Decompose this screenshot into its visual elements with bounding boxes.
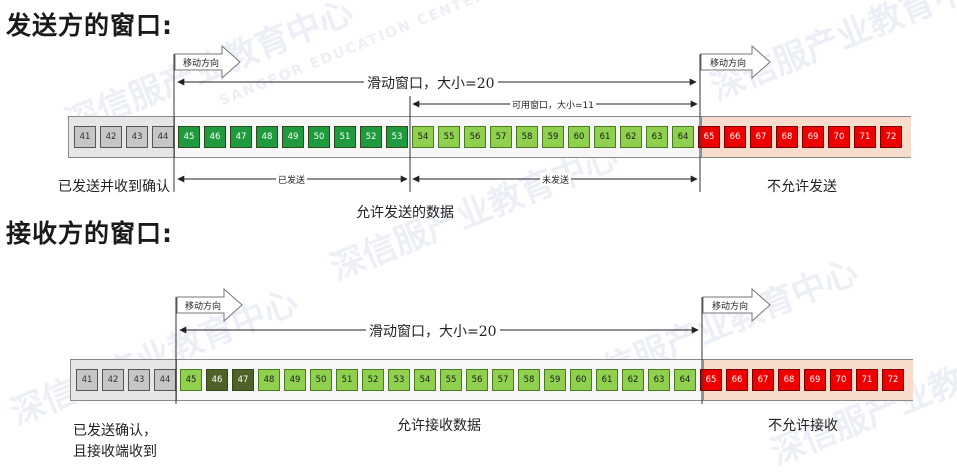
seq-cell-57: 57 (492, 369, 514, 391)
seq-cell-58: 58 (518, 369, 540, 391)
seq-cell-59: 59 (544, 369, 566, 391)
sender-acked-label: 已发送并收到确认 (58, 179, 170, 195)
seq-cell-44: 44 (154, 369, 176, 391)
seq-cell-58: 58 (516, 126, 538, 148)
seq-cell-57: 57 (490, 126, 512, 148)
seq-cell-60: 60 (570, 369, 592, 391)
seq-cell-64: 64 (674, 369, 696, 391)
receiver-heading: 接收方的窗口: (6, 219, 173, 248)
seq-cell-67: 67 (750, 126, 772, 148)
sender-disallowed-label: 不允许发送 (767, 179, 837, 195)
seq-cell-55: 55 (438, 126, 460, 148)
seq-cell-67: 67 (752, 369, 774, 391)
seq-cell-41: 41 (74, 126, 96, 148)
seq-cell-42: 42 (102, 369, 124, 391)
seq-cell-47: 47 (230, 126, 252, 148)
seq-cell-43: 43 (128, 369, 150, 391)
seq-cell-48: 48 (256, 126, 278, 148)
seq-cell-62: 62 (622, 369, 644, 391)
seq-cell-54: 54 (412, 126, 434, 148)
seq-cell-71: 71 (854, 126, 876, 148)
seq-cell-59: 59 (542, 126, 564, 148)
seq-cell-43: 43 (126, 126, 148, 148)
seq-cell-50: 50 (308, 126, 330, 148)
sender-allowed-label: 允许发送的数据 (356, 205, 454, 221)
seq-cell-53: 53 (386, 126, 408, 148)
seq-cell-55: 55 (440, 369, 462, 391)
seq-cell-52: 52 (362, 369, 384, 391)
seq-cell-45: 45 (178, 126, 200, 148)
receiver-acked-label-2: 且接收端收到 (73, 444, 157, 460)
seq-cell-56: 56 (466, 369, 488, 391)
sender-move-arrow-right (700, 44, 771, 80)
seq-cell-66: 66 (726, 369, 748, 391)
seq-cell-53: 53 (388, 369, 410, 391)
seq-cell-68: 68 (776, 126, 798, 148)
seq-cell-64: 64 (672, 126, 694, 148)
receiver-disallowed-label: 不允许接收 (768, 418, 838, 434)
seq-cell-47: 47 (232, 369, 254, 391)
sender-heading: 发送方的窗口: (6, 11, 173, 40)
seq-cell-41: 41 (76, 369, 98, 391)
receiver-move-arrow-right (702, 287, 771, 323)
receiver-move-label-right: 移动方向 (712, 302, 749, 312)
seq-cell-42: 42 (100, 126, 122, 148)
receiver-move-arrow-left (176, 287, 243, 323)
seq-cell-45: 45 (180, 369, 202, 391)
seq-cell-54: 54 (414, 369, 436, 391)
seq-cell-61: 61 (596, 369, 618, 391)
seq-cell-71: 71 (856, 369, 878, 391)
seq-cell-52: 52 (360, 126, 382, 148)
seq-cell-70: 70 (828, 126, 850, 148)
sender-window-label: 滑动窗口，大小=20 (364, 73, 498, 93)
sender-usable-label: 可用窗口，大小=11 (510, 98, 596, 111)
seq-cell-48: 48 (258, 369, 280, 391)
sender-move-arrow-left (174, 44, 241, 80)
seq-cell-72: 72 (880, 126, 902, 148)
sender-sent-label: 已发送 (276, 173, 308, 186)
seq-cell-68: 68 (778, 369, 800, 391)
seq-cell-69: 69 (804, 369, 826, 391)
seq-cell-49: 49 (284, 369, 306, 391)
receiver-move-label-left: 移动方向 (185, 302, 222, 312)
seq-cell-51: 51 (334, 126, 356, 148)
seq-cell-65: 65 (700, 369, 722, 391)
seq-cell-72: 72 (882, 369, 904, 391)
seq-cell-51: 51 (336, 369, 358, 391)
sender-move-label-right: 移动方向 (710, 59, 747, 69)
sender-unsent-label: 未发送 (540, 173, 572, 186)
seq-cell-49: 49 (282, 126, 304, 148)
seq-cell-56: 56 (464, 126, 486, 148)
seq-cell-69: 69 (802, 126, 824, 148)
seq-cell-70: 70 (830, 369, 852, 391)
receiver-acked-label-1: 已发送确认， (73, 423, 157, 439)
seq-cell-65: 65 (698, 126, 720, 148)
receiver-allowed-label: 允许接收数据 (397, 418, 481, 434)
receiver-window-label: 滑动窗口，大小=20 (366, 321, 500, 341)
seq-cell-60: 60 (568, 126, 590, 148)
seq-cell-66: 66 (724, 126, 746, 148)
seq-cell-62: 62 (620, 126, 642, 148)
seq-cell-61: 61 (594, 126, 616, 148)
seq-cell-63: 63 (646, 126, 668, 148)
sender-move-label-left: 移动方向 (183, 59, 220, 69)
seq-cell-50: 50 (310, 369, 332, 391)
seq-cell-46: 46 (204, 126, 226, 148)
seq-cell-63: 63 (648, 369, 670, 391)
seq-cell-46: 46 (206, 369, 228, 391)
